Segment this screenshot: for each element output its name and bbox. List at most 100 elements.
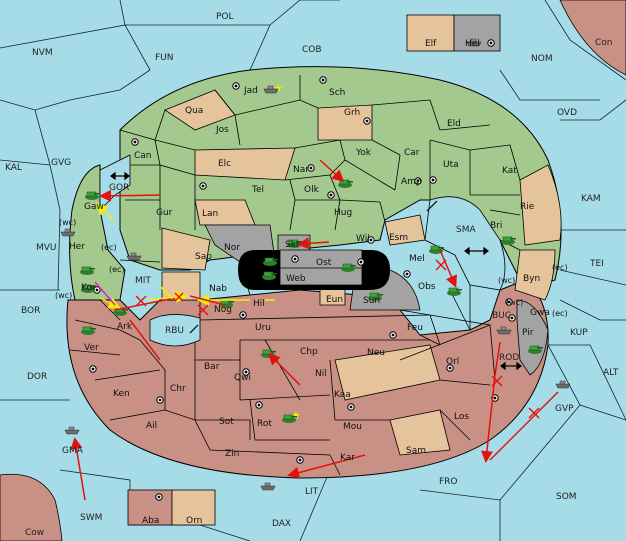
province-label: Rot (257, 419, 272, 429)
sea-label-gvg: GVG (51, 158, 71, 168)
tan-provinces (161, 89, 562, 456)
coast-note: (wc) (498, 276, 515, 285)
sea-label-pol: POL (216, 12, 234, 22)
province-label: Tel (251, 185, 264, 195)
province-label: Los (454, 412, 469, 422)
province-label: Rie (520, 202, 535, 212)
sea-label-buc: BUC (492, 311, 511, 321)
sea-label-tei: TEI (589, 259, 604, 269)
province-label: Eld (447, 119, 461, 129)
province-label: Obs (418, 282, 436, 292)
province-label: Nil (315, 369, 327, 379)
province-label: Skr (285, 240, 300, 250)
sea-labels: POL NVM FUN COB NOM Con OVD KAL GVG GOR … (5, 12, 619, 538)
link-markers (110, 171, 522, 371)
province-label: Feu (407, 323, 423, 333)
province-label: Her (69, 242, 85, 252)
province-label: Eun (326, 295, 343, 305)
province-label: Gur (156, 208, 173, 218)
sea-label-fun: FUN (155, 53, 174, 63)
order-arrows (70, 159, 559, 501)
province-label: Nor (224, 243, 240, 253)
sea-label-cow: Cow (25, 528, 44, 538)
province-label: Jad (243, 86, 258, 96)
province-aba[interactable] (127, 489, 173, 526)
coast-note: (ec) (552, 263, 568, 272)
province-label: Kor (81, 283, 96, 293)
province-label: Mel (409, 254, 425, 264)
province-label: Kat (502, 166, 517, 176)
province-label: Hug (334, 208, 352, 218)
province-label: Elc (218, 159, 231, 169)
sea-label-lit: LIT (305, 487, 319, 497)
sea-rbu[interactable] (149, 314, 201, 347)
sea-label-dor: DOR (27, 372, 47, 382)
province-orn[interactable] (171, 489, 216, 526)
province-label: Sch (329, 88, 345, 98)
sea-label-rbu: RBU (165, 326, 184, 336)
province-label: Bri (490, 221, 502, 231)
province-label: Zin (225, 449, 239, 459)
sea-label-gvp: GVP (555, 404, 574, 414)
province-label: Lan (202, 209, 218, 219)
province-ost-web[interactable] (279, 249, 363, 286)
sea-label-kal: KAL (5, 163, 22, 173)
province-label: Kar (340, 453, 355, 463)
coast-note: (ec) (109, 265, 125, 274)
land-labels: Elf Hel Jad Sch Qua Jos Grh Eld Can Yok … (69, 39, 550, 526)
province-label: Jos (215, 125, 229, 135)
sea-label-mvu: MVU (36, 243, 57, 253)
sea-label-fro: FRO (439, 477, 458, 487)
sea-label-ovd: OVD (557, 108, 577, 118)
province-label: Uru (255, 323, 271, 333)
province-label: Orn (186, 516, 202, 526)
province-label: Elf (425, 39, 437, 49)
province-label: Web (286, 274, 306, 284)
province-label: Pir (522, 328, 534, 338)
province-label: Ail (146, 421, 157, 431)
province-label: Hil (253, 299, 265, 309)
sea-label-kup: KUP (570, 328, 588, 338)
province-label: Hel (465, 39, 480, 49)
province-label: Gaw (84, 202, 104, 212)
sea-label-mit: MIT (135, 276, 151, 286)
province-label: Bar (204, 362, 220, 372)
province-label: Ost (316, 258, 332, 268)
province-label: Orl (446, 357, 459, 367)
coast-note: (wc) (55, 291, 72, 300)
failed-order-marks (135, 259, 540, 419)
province-label: Can (134, 151, 152, 161)
sea-label-kam: KAM (581, 194, 601, 204)
province-label: Neu (367, 348, 385, 358)
sea-label-alt: ALT (603, 368, 619, 378)
coast-note: (wc) (506, 298, 523, 307)
sea-label-nvm: NVM (32, 48, 53, 58)
sea-label-gma: GMA (62, 446, 84, 456)
province-label: Uta (443, 160, 459, 170)
province-label: Byn (523, 274, 540, 284)
province-label: Mou (343, 422, 362, 432)
sea-label-sma: SMA (456, 225, 476, 235)
province-label: Nog (214, 305, 232, 315)
province-cow[interactable] (0, 473, 63, 541)
sea-label-nom: NOM (531, 54, 553, 64)
sea-label-swm: SWM (80, 513, 102, 523)
province-label: Qwi (234, 373, 251, 383)
province-label: Grh (344, 108, 360, 118)
sea-label-cob: COB (302, 45, 322, 55)
sea-sma[interactable] (424, 196, 506, 291)
coast-note: (ec) (552, 309, 568, 318)
province-label: Nar (293, 165, 309, 175)
star-icon: ★ (291, 409, 301, 422)
province-label: Sot (219, 417, 234, 427)
sea-label-con: Con (595, 38, 613, 48)
province-label: Wil (356, 234, 370, 244)
province-label: Olk (304, 185, 320, 195)
province-label: Kaa (334, 390, 351, 400)
province-label: Esm (389, 233, 408, 243)
province-label: Yok (355, 148, 372, 158)
coast-note: (wc) (59, 218, 76, 227)
star-icon: ★ (273, 82, 283, 95)
province-label: Car (404, 148, 420, 158)
